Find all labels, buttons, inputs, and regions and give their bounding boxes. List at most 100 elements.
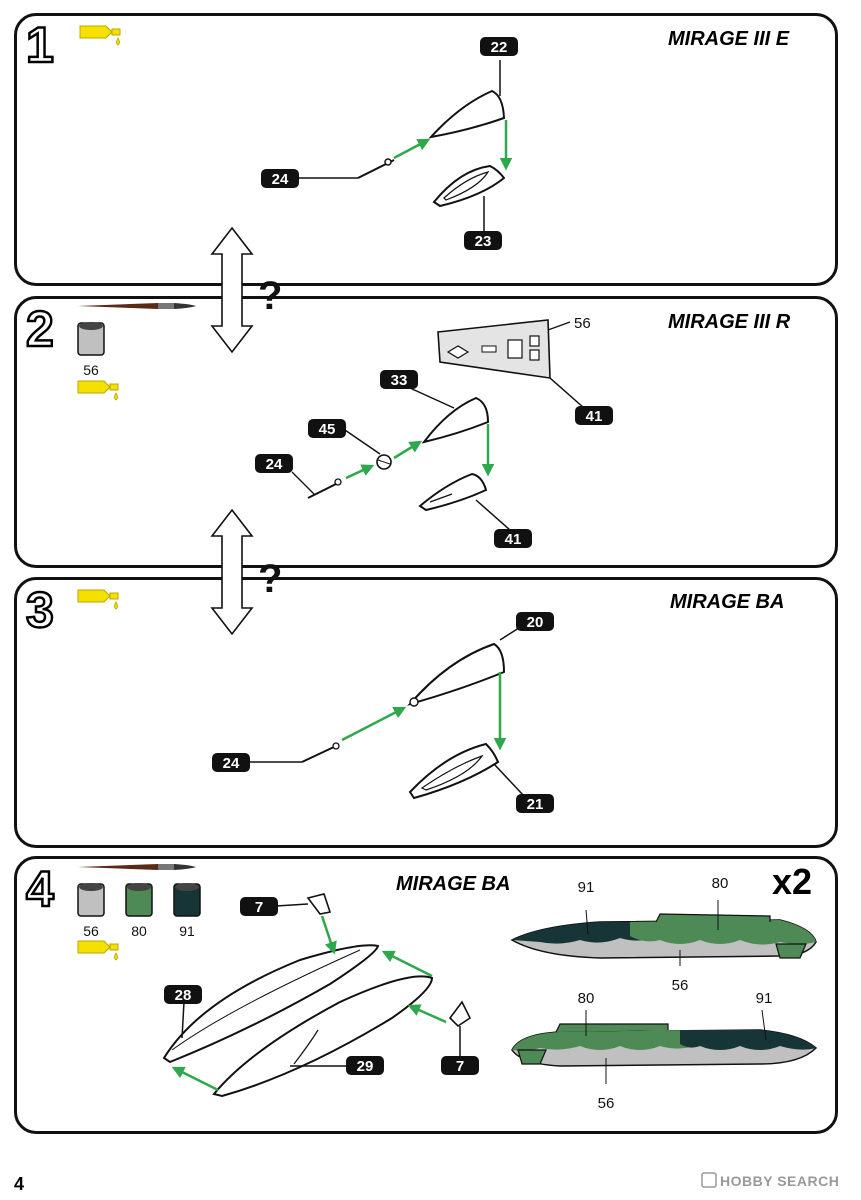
assembly-arrow — [341, 706, 407, 742]
leader-line — [291, 471, 315, 495]
part-badge-23 — [464, 231, 502, 250]
part-number-33: 33 — [391, 372, 408, 389]
leader-line — [341, 427, 381, 455]
leader-line — [475, 499, 511, 531]
assembly-arrow — [393, 138, 431, 160]
intake-inner — [420, 754, 484, 791]
nose-cone-part-22 — [428, 89, 506, 139]
paint-label-80: 80 — [131, 923, 147, 939]
glue-icon — [77, 940, 119, 961]
part-badge-41 — [494, 529, 532, 548]
step-2-number: 2 — [25, 301, 55, 357]
assembly-arrow — [171, 1066, 219, 1092]
plate-detail — [446, 345, 470, 359]
intake-part-23 — [432, 164, 506, 208]
pitot-tip — [384, 158, 392, 166]
paint-label-91: 91 — [179, 923, 195, 939]
part-number-29: 29 — [357, 1058, 374, 1075]
part-badge-41 — [575, 406, 613, 425]
part-number-24: 24 — [266, 456, 283, 473]
fin-part-7 — [448, 1000, 472, 1028]
question-mark-1: ? — [258, 274, 282, 318]
leader-line — [181, 1001, 185, 1039]
tank-edge-line — [171, 949, 361, 1051]
watermark: HOBBY SEARCH — [720, 1173, 840, 1189]
part-badge-45 — [308, 419, 346, 438]
intake-part-41 — [418, 472, 488, 512]
leader-line — [493, 763, 525, 797]
pitot-tip — [334, 478, 342, 486]
pitot-part-24 — [301, 745, 337, 763]
step-4-number: 4 — [25, 861, 55, 917]
assembly-arrow — [407, 1004, 447, 1024]
tank-top-label-91: 91 — [578, 879, 595, 896]
step-1-title: MIRAGE III E — [668, 28, 790, 50]
part-badge-28 — [164, 985, 202, 1004]
assembly-arrow — [381, 950, 433, 978]
tank-bottom-label-80: 80 — [578, 990, 595, 1007]
watermark-logo-icon — [701, 1172, 717, 1188]
tank-half-part-28 — [162, 944, 380, 1064]
tank-top-label-80: 80 — [712, 875, 729, 892]
part-badge-33 — [380, 370, 418, 389]
intake-part-21 — [408, 742, 500, 800]
part-number-41: 41 — [586, 408, 603, 425]
step-4-title: MIRAGE BA — [396, 873, 511, 895]
tank-top-label-56: 56 — [672, 977, 689, 994]
leader-line — [275, 903, 309, 907]
assembly-arrow — [320, 915, 337, 955]
leader-line — [547, 321, 571, 331]
part-number-7-b: 7 — [456, 1058, 464, 1075]
paint-pot-56-icon — [77, 883, 105, 917]
nose-cone-part-20 — [407, 642, 506, 706]
glue-icon — [79, 25, 121, 46]
assembly-arrow — [393, 440, 423, 460]
intake-inner — [443, 171, 490, 201]
paint-label-56: 56 — [83, 923, 99, 939]
part-badge-20 — [516, 612, 554, 631]
step-3-panel — [14, 577, 838, 848]
part-number-21: 21 — [527, 796, 544, 813]
pitot-tip — [332, 742, 340, 750]
pitot-part-24 — [307, 481, 341, 499]
part-badge-22 — [480, 37, 518, 56]
camera-part-45 — [376, 454, 392, 470]
part-badge-29 — [346, 1056, 384, 1075]
paint-callout-56: 56 — [574, 315, 591, 332]
paint-pot-56-icon — [77, 322, 105, 356]
paint-label-56: 56 — [83, 362, 99, 378]
part-badge-21 — [516, 794, 554, 813]
brush-icon — [78, 864, 196, 870]
part-badge-24 — [261, 169, 299, 188]
tank-bottom-label-91: 91 — [756, 990, 773, 1007]
part-badge-7-b — [441, 1056, 479, 1075]
painted-tank-bottom — [511, 1009, 818, 1084]
step-2-panel — [14, 296, 838, 568]
part-number-20: 20 — [527, 614, 544, 631]
glue-icon — [77, 589, 119, 610]
assembly-arrow — [345, 464, 375, 480]
tank-seam-line — [293, 1029, 319, 1065]
glue-icon — [77, 380, 119, 401]
alternative-arrow-icon — [210, 508, 254, 636]
nose-cone-part-33 — [421, 396, 490, 444]
alternative-arrow-icon — [210, 226, 254, 354]
part-number-7: 7 — [255, 899, 263, 916]
step-3-title: MIRAGE BA — [670, 591, 785, 613]
part-badge-24 — [255, 454, 293, 473]
step-1-number: 1 — [25, 17, 55, 73]
part-number-41-b: 41 — [505, 531, 522, 548]
step-2-title: MIRAGE III R — [668, 311, 791, 333]
page-number: 4 — [14, 1174, 25, 1194]
painted-tank-top — [510, 900, 817, 966]
part-number-24: 24 — [272, 171, 289, 188]
nose-tip — [409, 697, 419, 707]
part-number-45: 45 — [319, 421, 336, 438]
part-number-28: 28 — [175, 987, 192, 1004]
paint-pot-80-icon — [125, 883, 153, 917]
plate-window — [529, 349, 540, 361]
fin-part-7 — [306, 893, 332, 915]
brush-icon — [78, 303, 196, 309]
part-number-24: 24 — [223, 755, 240, 772]
